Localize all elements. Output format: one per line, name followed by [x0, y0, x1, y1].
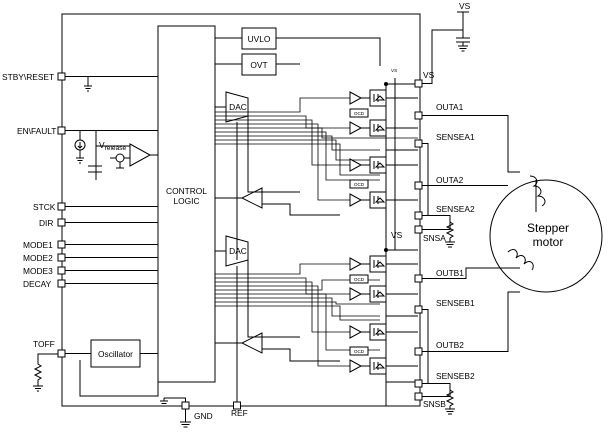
svg-text:TOFF: TOFF: [33, 339, 55, 349]
svg-text:UVLO: UVLO: [248, 34, 271, 44]
svg-text:OUTB2: OUTB2: [436, 340, 464, 350]
bottom-pins: GND REF: [160, 397, 248, 428]
sense-comparator-b: [215, 260, 340, 362]
oscillator-block: Oscillator: [90, 339, 141, 368]
pin-senseb1: [414, 305, 423, 314]
vrelease-label: Vrelease: [99, 140, 127, 152]
svg-text:SENSEA1: SENSEA1: [436, 132, 475, 142]
current-source-icon: [74, 139, 86, 164]
pin-outa2: [414, 181, 423, 190]
svg-text:MODE3: MODE3: [23, 266, 53, 276]
motor-label-1: Stepper: [527, 221, 569, 235]
svg-text:DAC: DAC: [229, 246, 247, 256]
pin-mode3: MODE3: [23, 266, 66, 276]
control-logic-block: CONTROL LOGIC: [157, 25, 216, 383]
vs-supply-label: VS: [459, 1, 471, 11]
svg-text:STCK: STCK: [33, 202, 56, 212]
pin-decay: DECAY: [23, 279, 66, 289]
svg-text:OUTB1: OUTB1: [436, 268, 464, 278]
svg-text:GND: GND: [194, 411, 213, 421]
ocd-label-b1: OCD: [354, 277, 365, 282]
ocd-label-b2: OCD: [354, 349, 365, 354]
pin-outb2: [414, 347, 423, 356]
vrelease-comparator: Vrelease: [96, 140, 158, 169]
pin-senseb2: [414, 379, 423, 388]
uvlo-block: UVLO: [241, 27, 277, 50]
ovt-block: OVT: [241, 53, 277, 76]
internal-vs-label-b: VS: [391, 230, 403, 240]
svg-text:REF: REF: [231, 408, 248, 418]
pin-ref: [233, 401, 241, 410]
control-logic-label-1: CONTROL: [166, 186, 207, 196]
pin-sensea2: [414, 211, 423, 220]
sense-resistor-b: [422, 383, 455, 415]
vs-supply: VS: [422, 1, 471, 84]
svg-text:MODE2: MODE2: [23, 253, 53, 263]
svg-text:OUTA1: OUTA1: [436, 102, 464, 112]
pin-snsa: [414, 225, 423, 234]
bridge-b: OCD OCD: [349, 255, 387, 375]
ocd-label-a1: OCD: [354, 111, 365, 116]
pin-stby-reset: STBY\RESET: [2, 72, 66, 82]
sense-comparator-a: [215, 116, 340, 216]
svg-text:MODE1: MODE1: [23, 240, 53, 250]
svg-text:EN\FAULT: EN\FAULT: [17, 126, 56, 136]
stepper-motor: Stepper motor: [489, 175, 603, 293]
svg-text:DECAY: DECAY: [23, 279, 52, 289]
motor-label-2: motor: [533, 235, 564, 249]
left-pins: STBY\RESET EN\FAULT STCK DIR MODE1 MODE2…: [2, 72, 66, 358]
pin-outb1: [414, 274, 423, 283]
pin-mode1: MODE1: [23, 240, 66, 250]
svg-text:DIR: DIR: [39, 218, 53, 228]
svg-text:DAC: DAC: [229, 102, 247, 112]
sense-resistor-a: [422, 215, 455, 248]
pin-snsb: [414, 392, 423, 401]
svg-text:STBY\RESET: STBY\RESET: [2, 72, 54, 82]
svg-text:OUTA2: OUTA2: [436, 175, 464, 185]
pin-mode2: MODE2: [23, 253, 66, 263]
ocd-label-a2: OCD: [354, 182, 365, 187]
pin-outa1: [414, 111, 423, 120]
pin-gnd: [181, 401, 190, 410]
control-logic-label-2: LOGIC: [173, 196, 199, 206]
svg-text:SNSB: SNSB: [423, 399, 446, 409]
svg-text:SENSEA2: SENSEA2: [436, 204, 475, 214]
right-pins: VS OUTA1 SENSEA1 OUTA2 SENSEA2 SNSA OUTB…: [414, 70, 475, 409]
svg-text:SNSA: SNSA: [423, 233, 446, 243]
pin-en-fault: EN\FAULT: [17, 126, 66, 136]
toff-resistor: [33, 353, 58, 392]
pin-sensea1: [414, 139, 423, 148]
bridge-a: OCD OCD: [349, 89, 387, 209]
svg-text:VS: VS: [423, 70, 435, 80]
dac-a-block: DAC: [225, 91, 249, 123]
svg-text:OVT: OVT: [250, 60, 267, 70]
svg-text:SENSEB1: SENSEB1: [436, 298, 475, 308]
svg-text:SENSEB2: SENSEB2: [436, 371, 475, 381]
pin-stck: STCK: [33, 202, 66, 212]
pin-dir: DIR: [39, 218, 66, 228]
svg-text:Oscillator: Oscillator: [98, 349, 133, 359]
pin-vs: [414, 79, 423, 88]
internal-vs-label-a: VS: [391, 68, 397, 73]
